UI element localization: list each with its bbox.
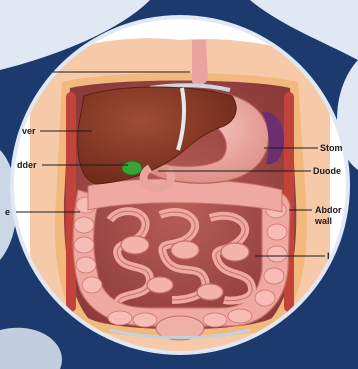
label-small-intestine: l — [327, 251, 330, 261]
gallbladder — [122, 161, 142, 175]
label-large-intestine: e — [5, 207, 10, 217]
label-abdominal-wall-line1: Abdor — [315, 205, 342, 215]
esophagus — [192, 40, 208, 85]
label-duodenum: Duode — [313, 166, 341, 176]
label-liver: ver — [22, 126, 36, 136]
muscle-left — [66, 92, 76, 312]
label-gallbladder: dder — [17, 160, 37, 170]
label-abdominal-wall-line2: wall — [315, 216, 332, 226]
label-stomach: Stom — [320, 143, 343, 153]
